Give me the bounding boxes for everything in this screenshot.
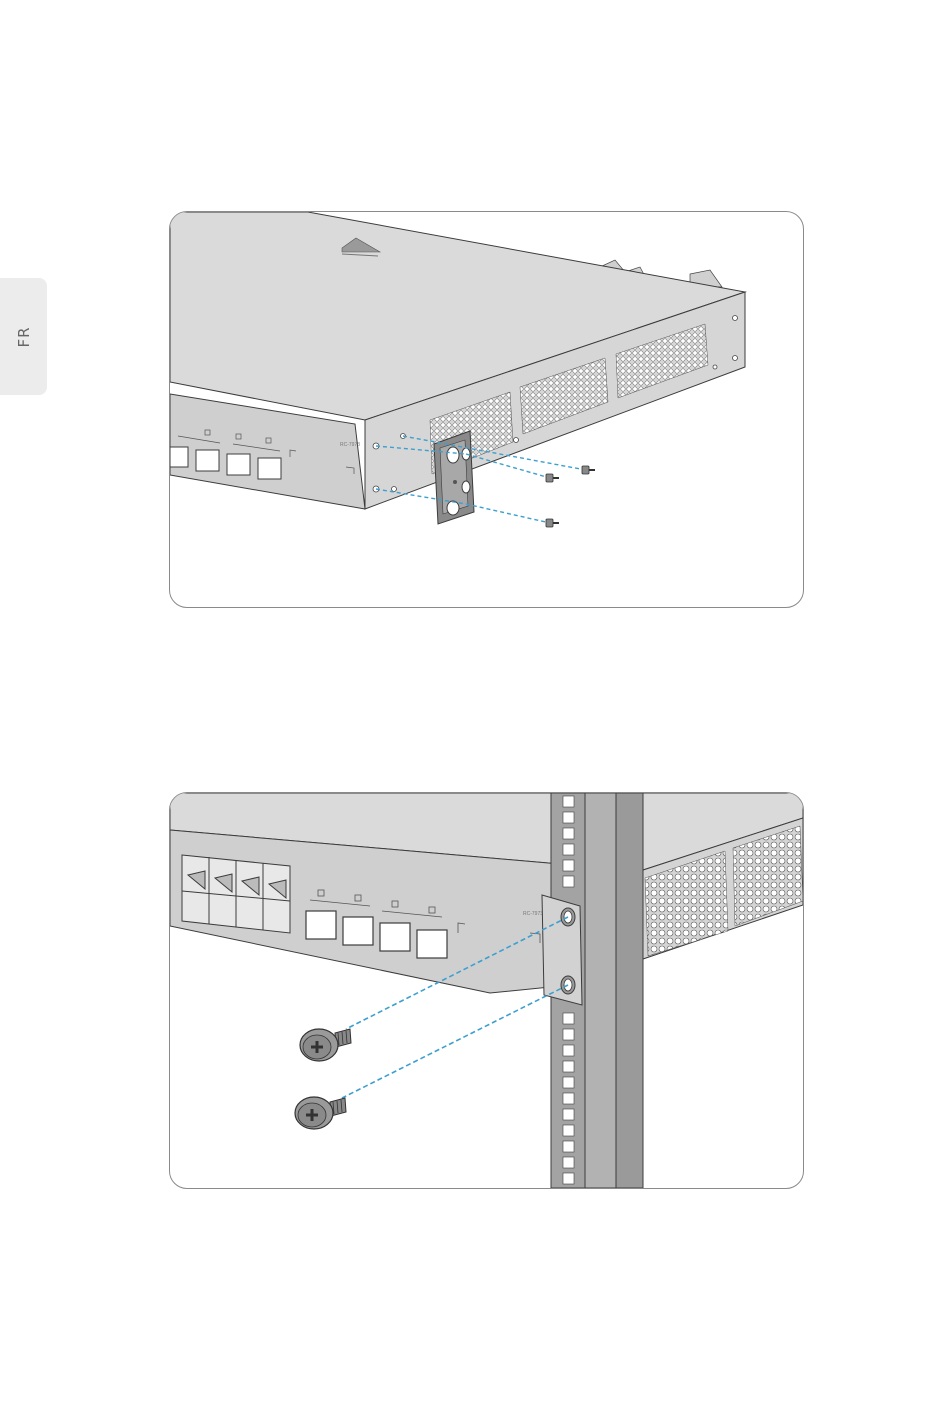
device-model-label: RC-7973: [340, 442, 360, 448]
screw-icon: [300, 1029, 351, 1061]
screw-icon: [582, 466, 595, 474]
port-group: [182, 855, 290, 933]
screw-icon: [546, 474, 559, 482]
device-model-label: RC-7973: [523, 911, 543, 917]
bracket-attach-drawing: RC-7973: [170, 212, 803, 607]
language-tab[interactable]: FR: [0, 278, 47, 395]
screw-icon: [295, 1097, 346, 1129]
mounting-bracket: [542, 895, 582, 1005]
screw-icon: [546, 519, 559, 527]
bracket-attach-illustration: RC-7973: [169, 211, 804, 608]
language-tab-label: FR: [15, 326, 33, 347]
rack-mount-illustration: RC-7973: [169, 792, 804, 1189]
rack-mount-drawing: RC-7973: [170, 793, 803, 1188]
